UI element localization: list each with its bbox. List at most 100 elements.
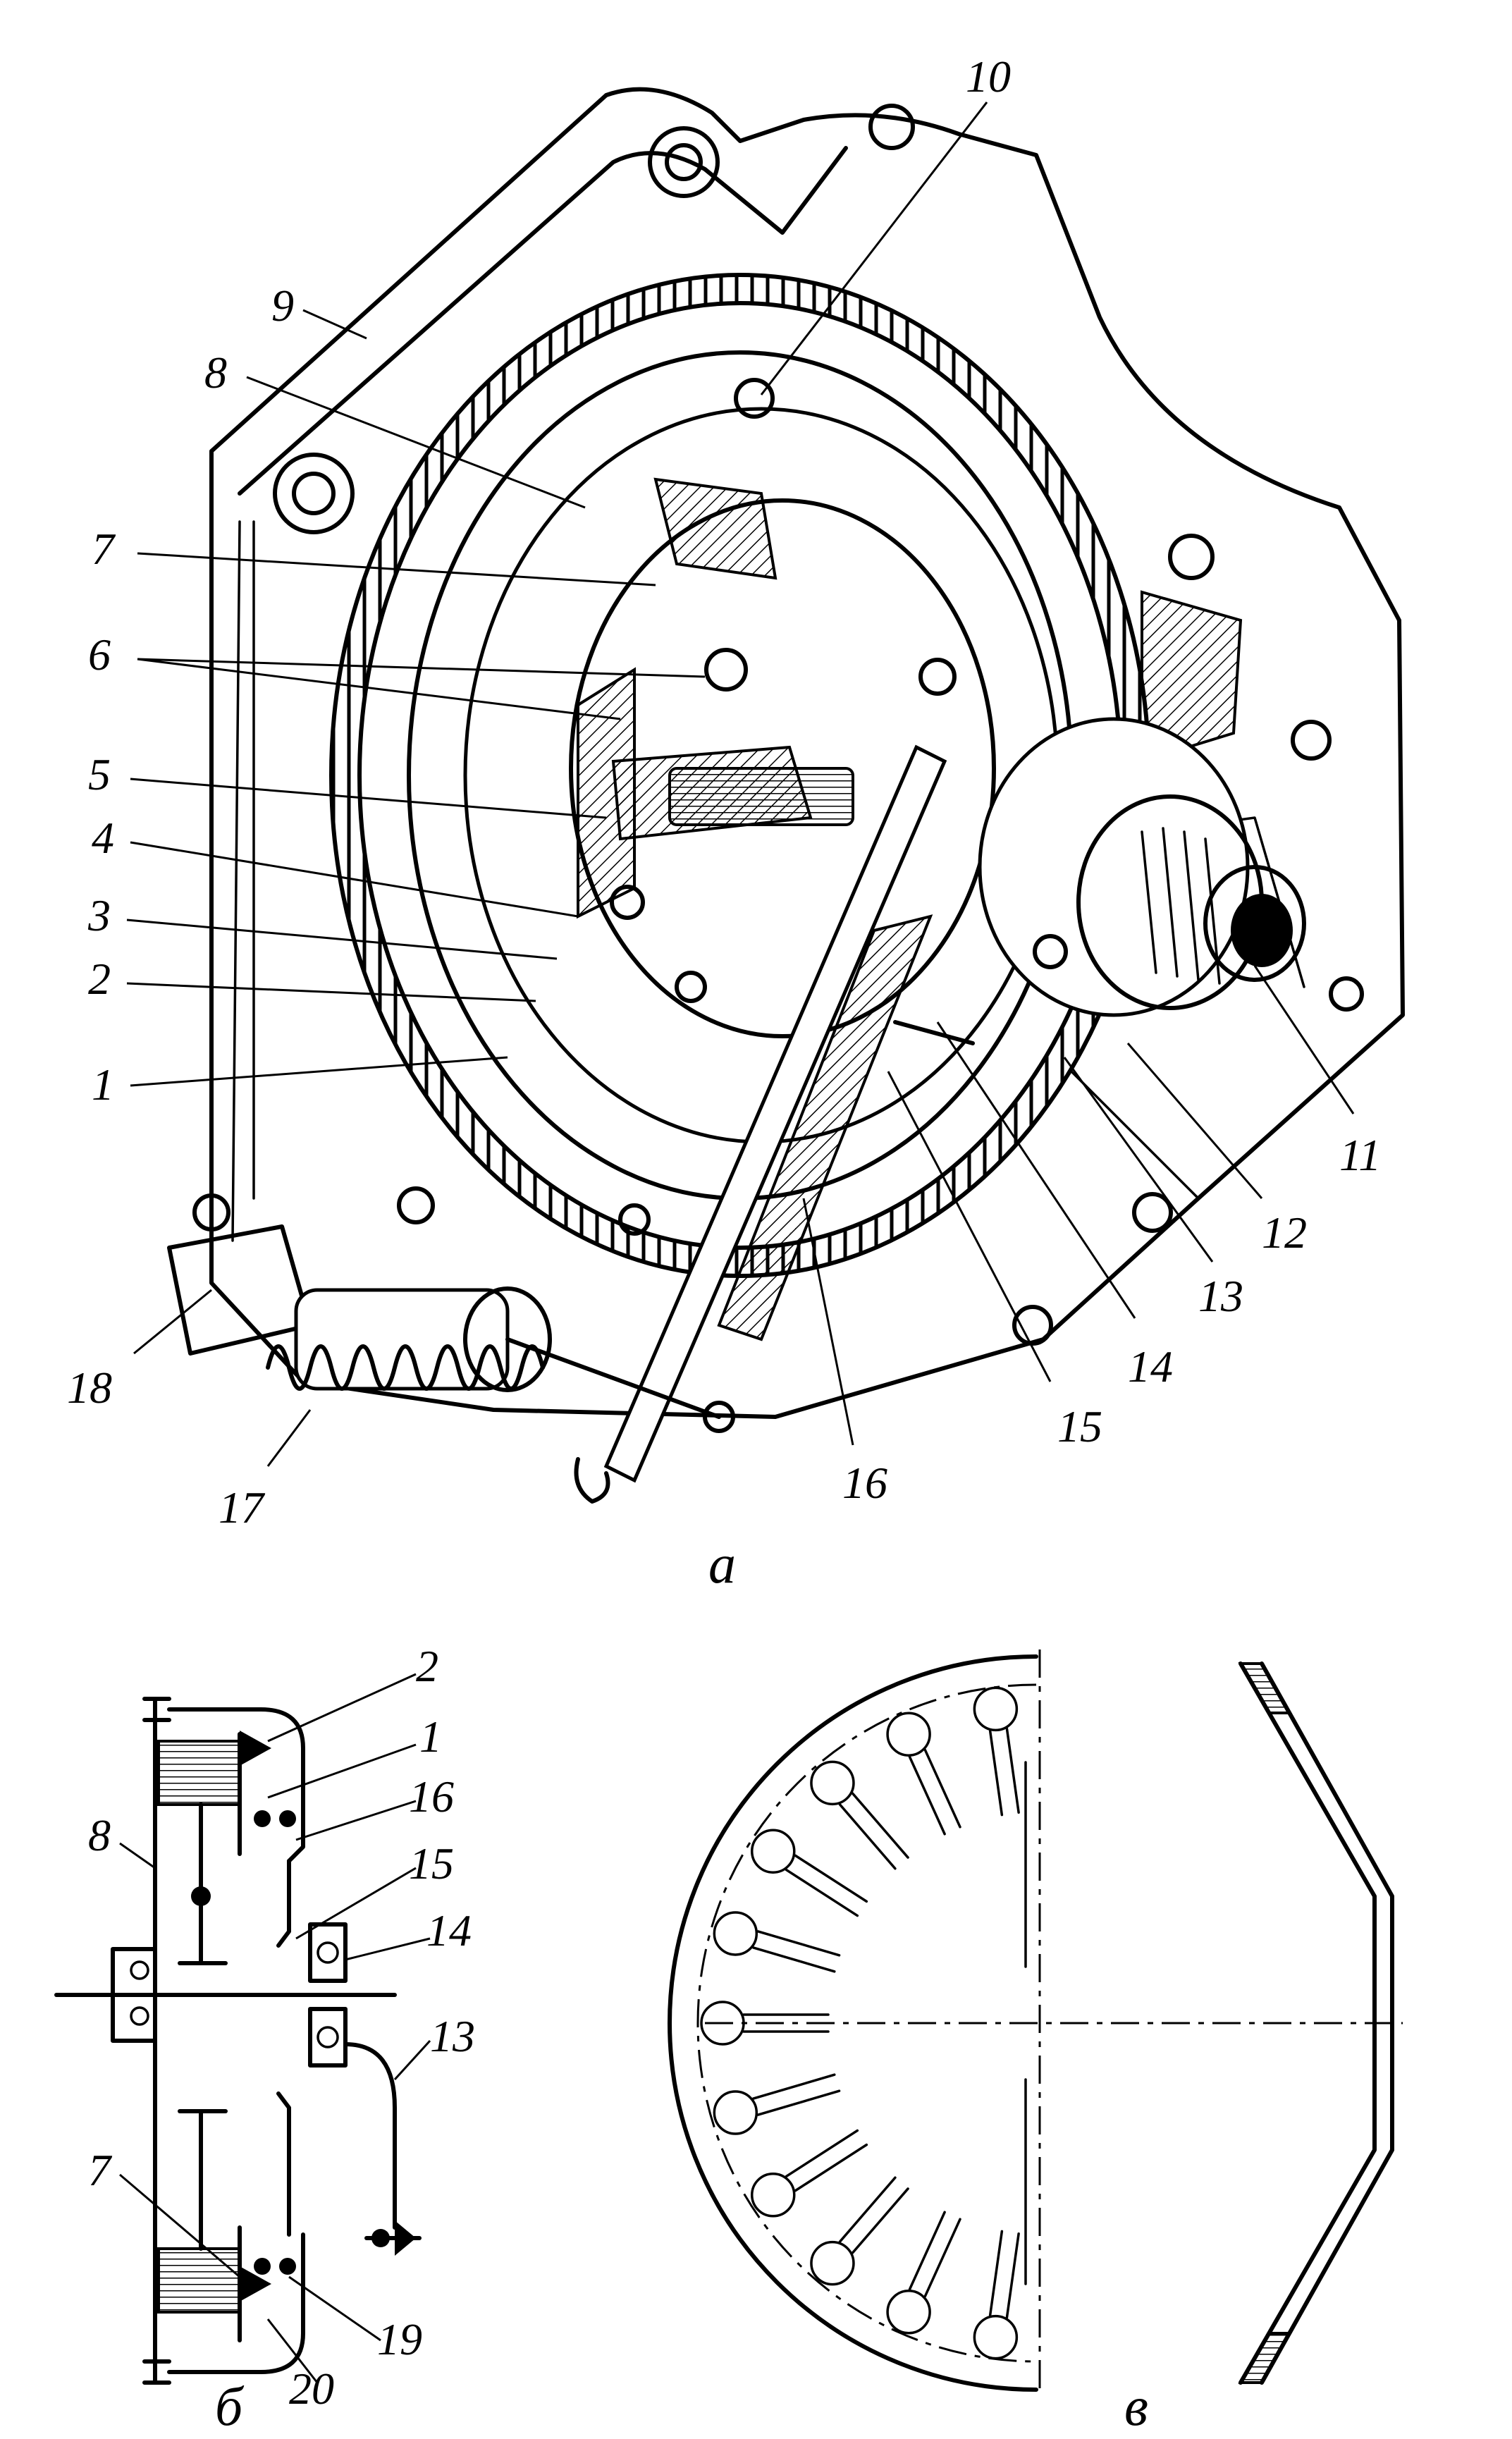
return-spring-coils — [266, 1344, 545, 1391]
bolt-10 — [734, 378, 775, 419]
callout-a-9: 9 — [271, 281, 294, 331]
housing-boss-bottom-3 — [397, 1186, 435, 1224]
release-fork — [603, 744, 947, 1483]
rivet-bottom-2 — [279, 2258, 296, 2275]
release-bearing-ball-top — [316, 1941, 339, 1964]
callout-b-15: 15 — [409, 1838, 454, 1888]
disc-rivet-top — [191, 1886, 211, 1906]
adjust-rod-right — [893, 1020, 975, 1045]
diaphragm-finger-hole — [713, 2090, 758, 2135]
pressure-wedge-top — [240, 1731, 271, 1766]
release-bearing-ball-bottom — [316, 2026, 339, 2048]
friction-lining-bottom — [157, 2247, 241, 2314]
cover-section-upper — [653, 477, 777, 580]
cover-schematic-bottom — [167, 2232, 305, 2374]
bolt-cover-bottom — [618, 1203, 651, 1236]
diaphragm-finger-slot — [988, 2230, 1020, 2319]
crankshaft-end — [111, 1947, 157, 2043]
spring-bracket-bolt — [192, 1193, 231, 1231]
cover-schematic-top — [167, 1707, 305, 1863]
friction-lining-top — [157, 1740, 241, 1806]
callout-a-3: 3 — [87, 890, 111, 940]
callout-b-2: 2 — [416, 1641, 438, 1691]
callout-b-20: 20 — [289, 2364, 334, 2414]
callout-a-11: 11 — [1339, 1130, 1381, 1180]
diaphragm-finger-slot — [988, 1727, 1020, 1817]
caption-b: б — [215, 2376, 245, 2437]
figure-a-cutaway-drawing — [167, 87, 1405, 1504]
callout-a-7: 7 — [92, 524, 116, 574]
diaphragm-finger-slot — [742, 2013, 830, 2033]
housing-boss-right-3 — [1329, 976, 1364, 1012]
bolt-cover-right — [918, 658, 957, 696]
diaphragm-half-outline — [668, 1654, 1038, 2392]
input-shaft-bore — [1203, 865, 1306, 982]
callout-a-14: 14 — [1128, 1341, 1173, 1391]
callout-a-4: 4 — [92, 813, 114, 863]
callout-a-6: 6 — [88, 629, 111, 680]
diaphragm-finger-hole — [810, 1760, 855, 1806]
bolt-cover-left — [610, 885, 645, 920]
callout-a-5: 5 — [88, 749, 111, 799]
bolt-cover-low — [675, 971, 707, 1003]
callout-a-8: 8 — [204, 348, 227, 398]
housing-inner-edge — [231, 520, 255, 1242]
diaphragm-finger-slot — [785, 1854, 868, 1917]
diaphragm-finger-hole — [886, 2290, 931, 2335]
diaphragm-finger-hole — [973, 1686, 1019, 1732]
callout-b-19: 19 — [377, 2314, 422, 2364]
release-fork-schematic — [343, 2042, 397, 2230]
cable-hook — [574, 1457, 610, 1504]
figure-c-diaphragm-spring: в — [668, 1649, 1403, 2437]
housing-boss-right-2 — [1291, 720, 1332, 761]
diaphragm-finger-slot — [751, 2073, 841, 2116]
diaphragm-fingers — [696, 1683, 1037, 2363]
figure-b-leaders — [119, 1673, 431, 2383]
rivet-bottom-1 — [254, 2258, 271, 2275]
release-bearing-bottom — [308, 2007, 348, 2068]
housing-boss-top-hole — [665, 143, 703, 181]
figure-b-schematic — [54, 1697, 422, 2385]
diaphragm-finger-slot — [785, 2129, 868, 2192]
bell-housing — [209, 87, 1405, 1419]
callout-b-14: 14 — [426, 1905, 472, 1955]
diaphragm-finger-slot — [751, 1930, 841, 1973]
callout-a-18: 18 — [67, 1363, 112, 1413]
input-shaft-splines — [668, 767, 854, 826]
figure-b-callouts: 2 1 16 15 14 13 8 7 19 20 б — [88, 1641, 475, 2437]
spring-profile-inner — [1260, 1661, 1394, 2385]
callout-a-1: 1 — [92, 1059, 114, 1110]
diaphragm-finger-slot — [838, 2176, 909, 2254]
bolt-6 — [704, 648, 748, 692]
callout-a-16: 16 — [842, 1458, 887, 1508]
callout-a-13: 13 — [1198, 1271, 1243, 1321]
figure-a-leaders — [126, 102, 1355, 1467]
pilot-bearing-top — [130, 1960, 149, 1980]
diaphragm-finger-hole — [973, 2314, 1019, 2360]
diaphragm-finger-hole — [810, 2240, 855, 2286]
housing-boss-bottom-2 — [1132, 1192, 1173, 1233]
housing-boss-upper-right — [868, 104, 915, 150]
finger-pitch-circle — [696, 1683, 1037, 2363]
figure-a-callouts: 1 2 3 4 5 6 7 8 9 10 11 12 13 14 15 16 1… — [67, 51, 1381, 1595]
diaphragm-finger-slot — [908, 1748, 961, 1836]
housing-boss-right-1 — [1168, 534, 1215, 580]
rivet-top-2 — [279, 1810, 296, 1827]
spring-profile-lining-top — [1238, 1662, 1293, 1714]
diaphragm-spring-top — [276, 1859, 291, 1948]
callout-b-16: 16 — [409, 1771, 454, 1821]
caption-v: в — [1124, 2376, 1148, 2437]
diaphragm-finger-hole — [700, 2001, 745, 2046]
diaphragm-finger-hole — [750, 1829, 796, 1874]
spring-bracket — [167, 1224, 312, 1356]
callout-a-15: 15 — [1057, 1401, 1102, 1451]
rivet-top-1 — [254, 1810, 271, 1827]
push-rod — [505, 1337, 721, 1419]
callout-a-17: 17 — [219, 1482, 266, 1532]
diaphragm-finger-slot — [838, 1792, 909, 1870]
cylinder-end — [463, 1286, 552, 1392]
diaphragm-finger-slot — [908, 2211, 961, 2298]
diaphragm-finger-hole — [886, 1712, 931, 1757]
housing-boss-top — [648, 126, 720, 198]
